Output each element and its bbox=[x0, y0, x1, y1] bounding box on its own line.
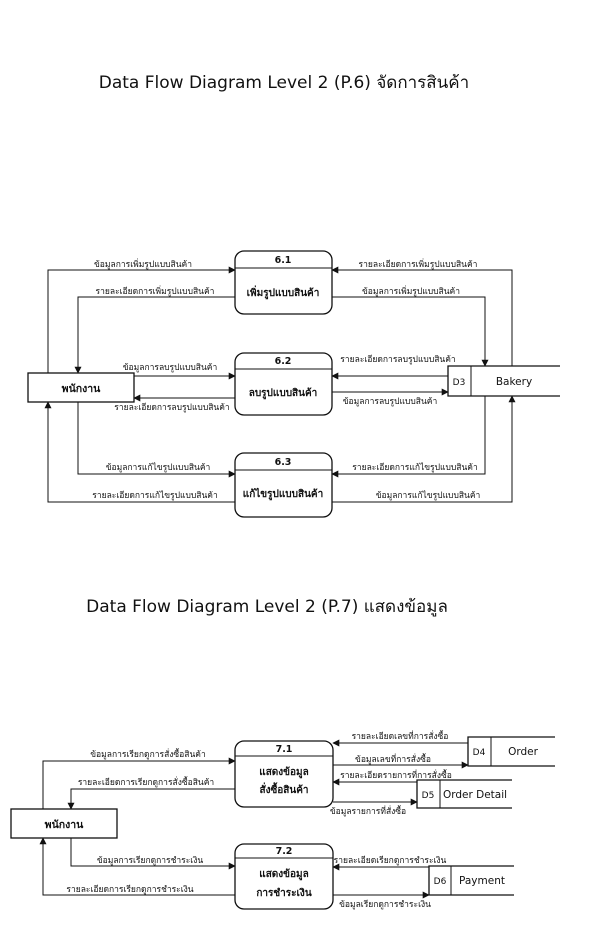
process-6-3-id: 6.3 bbox=[275, 457, 292, 468]
datastore-d5: D5 Order Detail bbox=[416, 779, 512, 809]
flow-pay-req-label: ข้อมูลการเรียกดูการชำระเงิน bbox=[97, 855, 204, 866]
flow-pay-res-label: รายละเอียดการเรียกดูการชำระเงิน bbox=[66, 884, 193, 895]
flow-edit-store-in-label: ข้อมูลการแก้ไขรูปแบบสินค้า bbox=[376, 490, 481, 501]
datastore-d6-name: Payment bbox=[459, 875, 505, 887]
flow-del-in-label: ข้อมูลการลบรูปแบบสินค้า bbox=[123, 362, 218, 373]
datastore-d3-id: D3 bbox=[453, 378, 466, 388]
process-6-3: 6.3 แก้ไขรูปแบบสินค้า bbox=[234, 452, 333, 518]
flow-add-in-label: ข้อมูลการเพิ่มรูปแบบสินค้า bbox=[94, 258, 192, 270]
flow-pay-res-line bbox=[39, 837, 235, 896]
flow-order-req-line bbox=[42, 757, 236, 809]
datastore-d5-id: D5 bbox=[422, 791, 435, 801]
diagram7-title: Data Flow Diagram Level 2 (P.7) แสดงข้อม… bbox=[86, 597, 448, 617]
diagram6-title: Data Flow Diagram Level 2 (P.6) จัดการสิ… bbox=[99, 73, 469, 93]
flow-order-res-label: รายละเอียดการเรียกดูการสั่งซื้อสินค้า bbox=[78, 776, 214, 788]
process-6-1-name: เพิ่มรูปแบบสินค้า bbox=[247, 285, 320, 300]
process-7-2-name-line1: แสดงข้อมูล bbox=[259, 868, 309, 881]
datastore-d5-name: Order Detail bbox=[443, 789, 507, 801]
process-6-1-id: 6.1 bbox=[275, 255, 292, 266]
datastore-d4: D4 Order bbox=[467, 736, 555, 767]
entity-employee-p7-label: พนักงาน bbox=[45, 819, 84, 831]
flow-pay-req-line bbox=[70, 838, 236, 870]
process-7-1-name-line1: แสดงข้อมูล bbox=[259, 766, 309, 779]
process-7-2-name-line2: การชำระเงิน bbox=[256, 887, 311, 899]
datastore-d4-id: D4 bbox=[473, 748, 486, 758]
flow-edit-store-out-label: รายละเอียดการแก้ไขรูปแบบสินค้า bbox=[352, 462, 478, 473]
flow-del-store-out-label: รายละเอียดการลบรูปแบบสินค้า bbox=[340, 354, 455, 365]
entity-employee-p6 bbox=[27, 372, 135, 403]
process-6-2-id: 6.2 bbox=[275, 356, 292, 367]
datastore-d4-name: Order bbox=[508, 746, 539, 758]
datastore-d6-id: D6 bbox=[434, 877, 447, 887]
entity-employee-p7 bbox=[10, 808, 118, 839]
process-7-2: 7.2 แสดงข้อมูล การชำระเงิน bbox=[234, 843, 334, 910]
flow-edit-out-label: รายละเอียดการแก้ไขรูปแบบสินค้า bbox=[92, 490, 218, 501]
flow-add-store-in-label: ข้อมูลการเพิ่มรูปแบบสินค้า bbox=[362, 285, 460, 297]
flow-edit-store-out-line bbox=[331, 396, 486, 478]
flow-edit-in-label: ข้อมูลการแก้ไขรูปแบบสินค้า bbox=[106, 462, 211, 473]
flow-order-from-d4-label: รายละเอียดเลขที่การสั่งซื้อ bbox=[352, 730, 449, 742]
flow-add-in-line bbox=[47, 266, 236, 373]
entity-employee-p6-label: พนักงาน bbox=[62, 383, 101, 395]
flow-add-store-out-line bbox=[331, 266, 513, 366]
process-7-1: 7.1 แสดงข้อมูล สั่งซื้อสินค้า bbox=[234, 740, 334, 808]
flow-edit-out-line bbox=[44, 401, 235, 503]
flow-add-out-label: รายละเอียดการเพิ่มรูปแบบสินค้า bbox=[96, 285, 215, 297]
flow-add-store-out-label: รายละเอียดการเพิ่มรูปแบบสินค้า bbox=[359, 258, 478, 270]
flow-edit-store-in-line bbox=[332, 395, 516, 503]
process-7-1-id: 7.1 bbox=[276, 744, 293, 755]
flow-order-req-label: ข้อมูลการเรียกดูการสั่งซื้อสินค้า bbox=[90, 748, 206, 760]
flow-add-out-line bbox=[74, 296, 235, 374]
flow-add-store-in-line bbox=[332, 296, 489, 367]
process-6-2: 6.2 ลบรูปแบบสินค้า bbox=[234, 352, 333, 416]
process-6-1: 6.1 เพิ่มรูปแบบสินค้า bbox=[234, 250, 333, 315]
flow-order-res-line bbox=[67, 788, 235, 810]
datastore-d6: D6 Payment bbox=[428, 865, 514, 896]
process-6-2-name: ลบรูปแบบสินค้า bbox=[249, 387, 318, 400]
process-7-2-id: 7.2 bbox=[276, 846, 293, 857]
flow-order-to-d5-label: ข้อมูลรายการที่สั่งซื้อ bbox=[330, 805, 406, 817]
flow-edit-in-line bbox=[77, 402, 236, 478]
datastore-d3-name: Bakery bbox=[496, 376, 532, 388]
datastore-d3: D3 Bakery bbox=[447, 365, 560, 397]
flow-pay-to-d6-label: ข้อมูลเรียกดูการชำระเงิน bbox=[339, 899, 431, 910]
flow-pay-from-d6-label: รายละเอียดเรียกดูการชำระเงิน bbox=[334, 855, 447, 866]
process-7-1-name-line2: สั่งซื้อสินค้า bbox=[259, 782, 308, 796]
flow-del-store-in-label: ข้อมูลการลบรูปแบบสินค้า bbox=[343, 396, 438, 407]
process-6-3-name: แก้ไขรูปแบบสินค้า bbox=[243, 487, 323, 501]
flow-order-to-d4-label: ข้อมูลเลขที่การสั่งซื้อ bbox=[355, 753, 431, 765]
flow-order-from-d5-label: รายละเอียดรายการที่การสั่งซื้อ bbox=[340, 769, 452, 781]
flow-del-out-label: รายละเอียดการลบรูปแบบสินค้า bbox=[114, 402, 229, 413]
